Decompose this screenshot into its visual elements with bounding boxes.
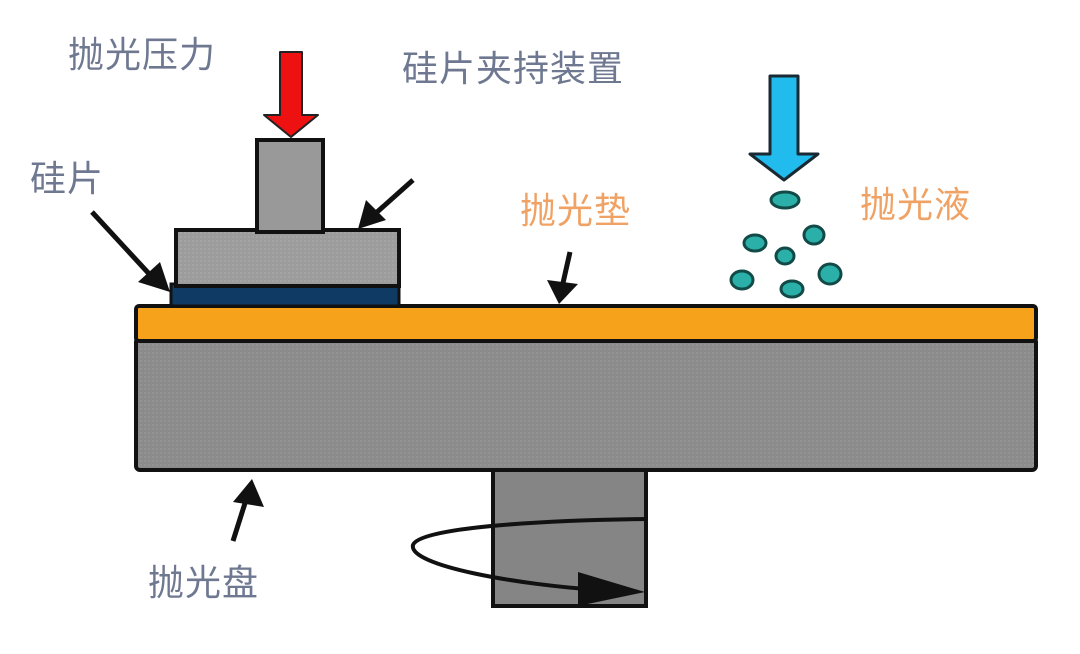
slurry-droplet	[729, 269, 755, 291]
wafer-pointer-arrow	[90, 210, 170, 292]
polishing-platen-label: 抛光盘	[148, 563, 260, 604]
polishing-platen	[134, 336, 1038, 472]
polishing-slurry-label: 抛光液	[860, 185, 972, 226]
holder-carrier	[174, 228, 401, 288]
slurry-droplet	[802, 224, 826, 246]
pressure-arrow-icon	[263, 51, 319, 138]
holder-pointer-arrow	[358, 178, 415, 229]
polishing-pad	[134, 304, 1038, 343]
slurry-droplet	[817, 262, 843, 286]
holder-spindle	[255, 138, 325, 234]
pad-pointer-arrow	[547, 251, 578, 304]
platen-pointer-arrow	[230, 479, 264, 542]
slurry-droplet	[769, 190, 801, 210]
slurry-droplet	[742, 233, 768, 253]
polishing-pad-label: 抛光垫	[520, 191, 632, 232]
platen-shaft	[491, 466, 648, 608]
wafer-label: 硅片	[30, 159, 105, 200]
slurry-droplets	[729, 190, 843, 299]
rotation-arrow-icon	[411, 517, 646, 606]
slurry-arrow-icon	[748, 74, 820, 182]
slurry-droplet	[779, 279, 805, 299]
polishing-pressure-label: 抛光压力	[68, 35, 217, 76]
slurry-droplet	[774, 246, 796, 266]
wafer-holder-label: 硅片夹持装置	[402, 49, 625, 90]
